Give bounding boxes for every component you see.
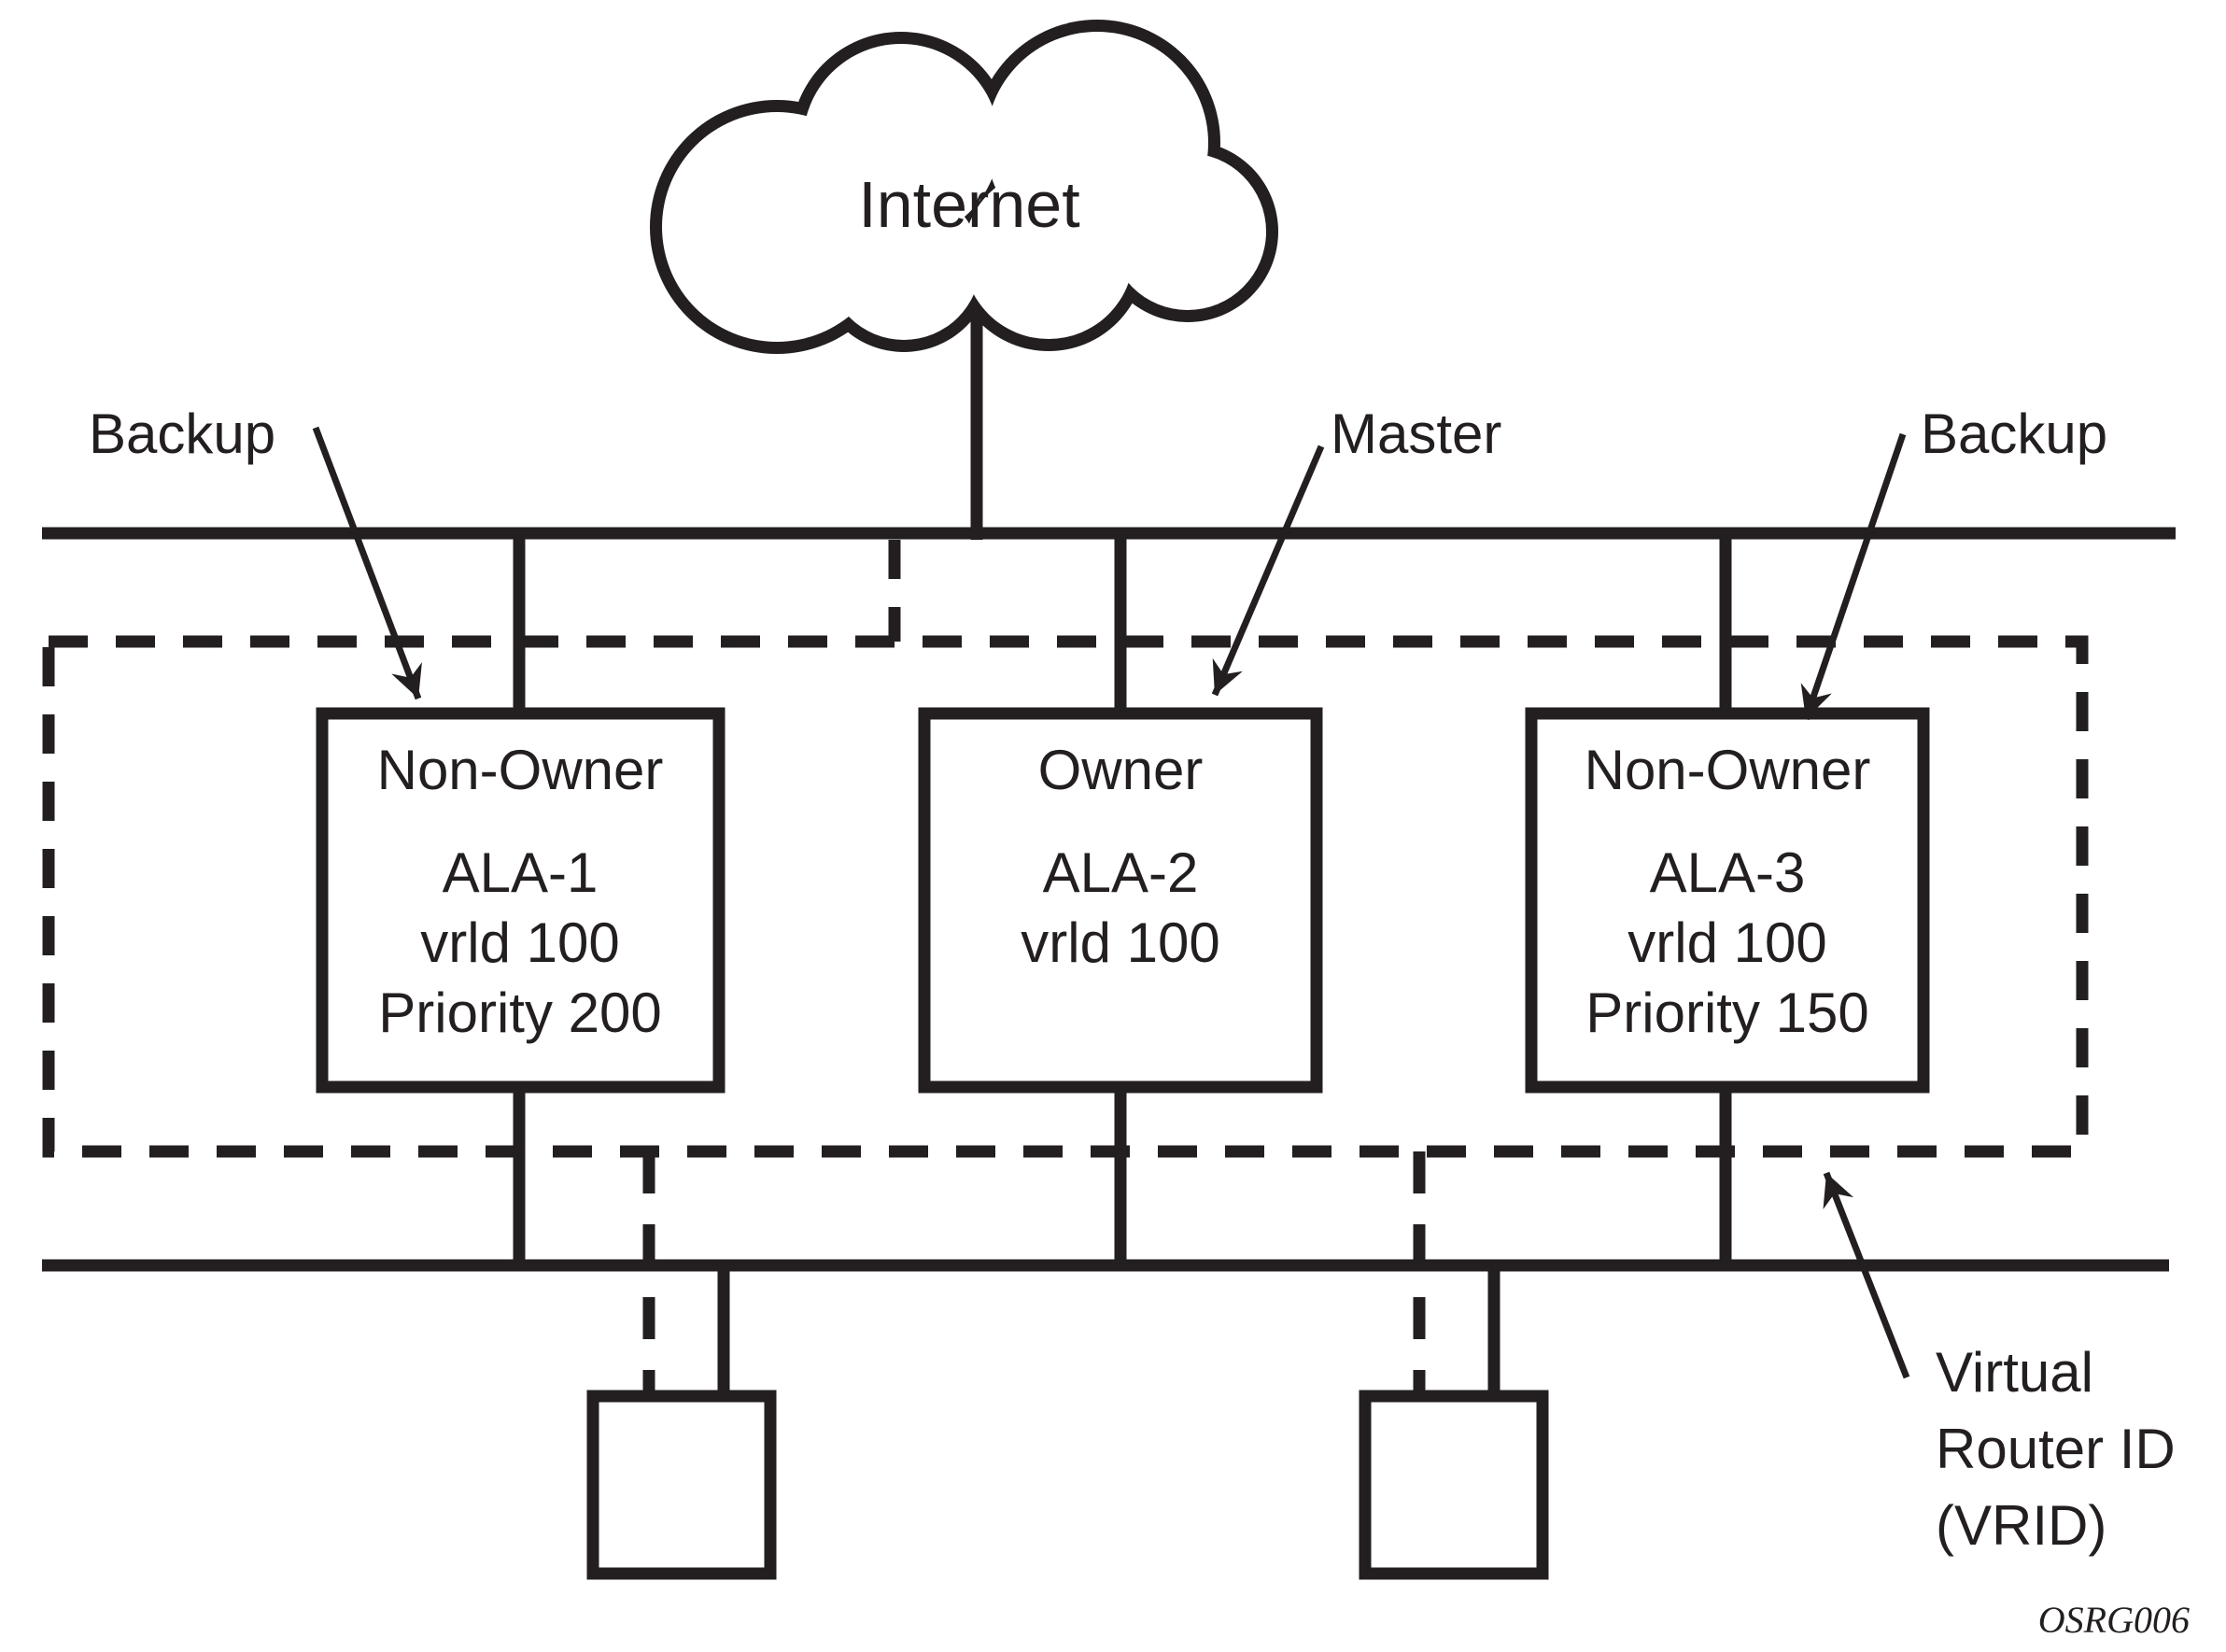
backup-arrow-right — [1800, 432, 1907, 721]
backup-label-right: Backup — [1921, 402, 2107, 465]
vrid-caption: Virtual Router ID (VRID) — [1936, 1341, 2176, 1557]
ala2-ownership: Owner — [1038, 739, 1204, 801]
ala2-vrid: vrld 100 — [1021, 911, 1219, 974]
ala1-name: ALA-1 — [443, 841, 599, 904]
vrid-caption-line3: (VRID) — [1936, 1494, 2106, 1557]
vrid-arrow — [1823, 1171, 1910, 1379]
vrid-group-boundary — [42, 635, 2089, 1158]
ala2-name: ALA-2 — [1043, 841, 1199, 904]
internet-cloud-icon — [650, 20, 1278, 354]
host-box-1 — [586, 1390, 777, 1580]
master-arrow — [1211, 445, 1325, 697]
ala1-ownership: Non-Owner — [377, 739, 664, 801]
backup-arrow-left — [312, 426, 422, 700]
internet-label: Internet — [858, 168, 1079, 241]
host-box-2 — [1359, 1390, 1549, 1580]
backup-label-left: Backup — [89, 402, 275, 465]
router-ala-2-text: Owner ALA-2 vrld 100 — [1021, 739, 1219, 974]
router-box-ala-3 — [1525, 707, 1930, 1094]
ala3-vrid: vrld 100 — [1627, 911, 1826, 974]
router-ala-1-text: Non-Owner ALA-1 vrld 100 Priority 200 — [377, 739, 664, 1044]
figure-code: OSRG006 — [2038, 1599, 2190, 1641]
ala3-priority: Priority 150 — [1585, 981, 1868, 1044]
vrid-caption-line2: Router ID — [1936, 1418, 2176, 1480]
vrid-caption-line1: Virtual — [1936, 1341, 2093, 1404]
master-label: Master — [1331, 402, 1501, 465]
ala3-ownership: Non-Owner — [1585, 739, 1871, 801]
ala1-priority: Priority 200 — [378, 981, 661, 1044]
ala1-vrid: vrld 100 — [420, 911, 619, 974]
ala3-name: ALA-3 — [1650, 841, 1806, 904]
router-ala-3-text: Non-Owner ALA-3 vrld 100 Priority 150 — [1585, 739, 1871, 1044]
